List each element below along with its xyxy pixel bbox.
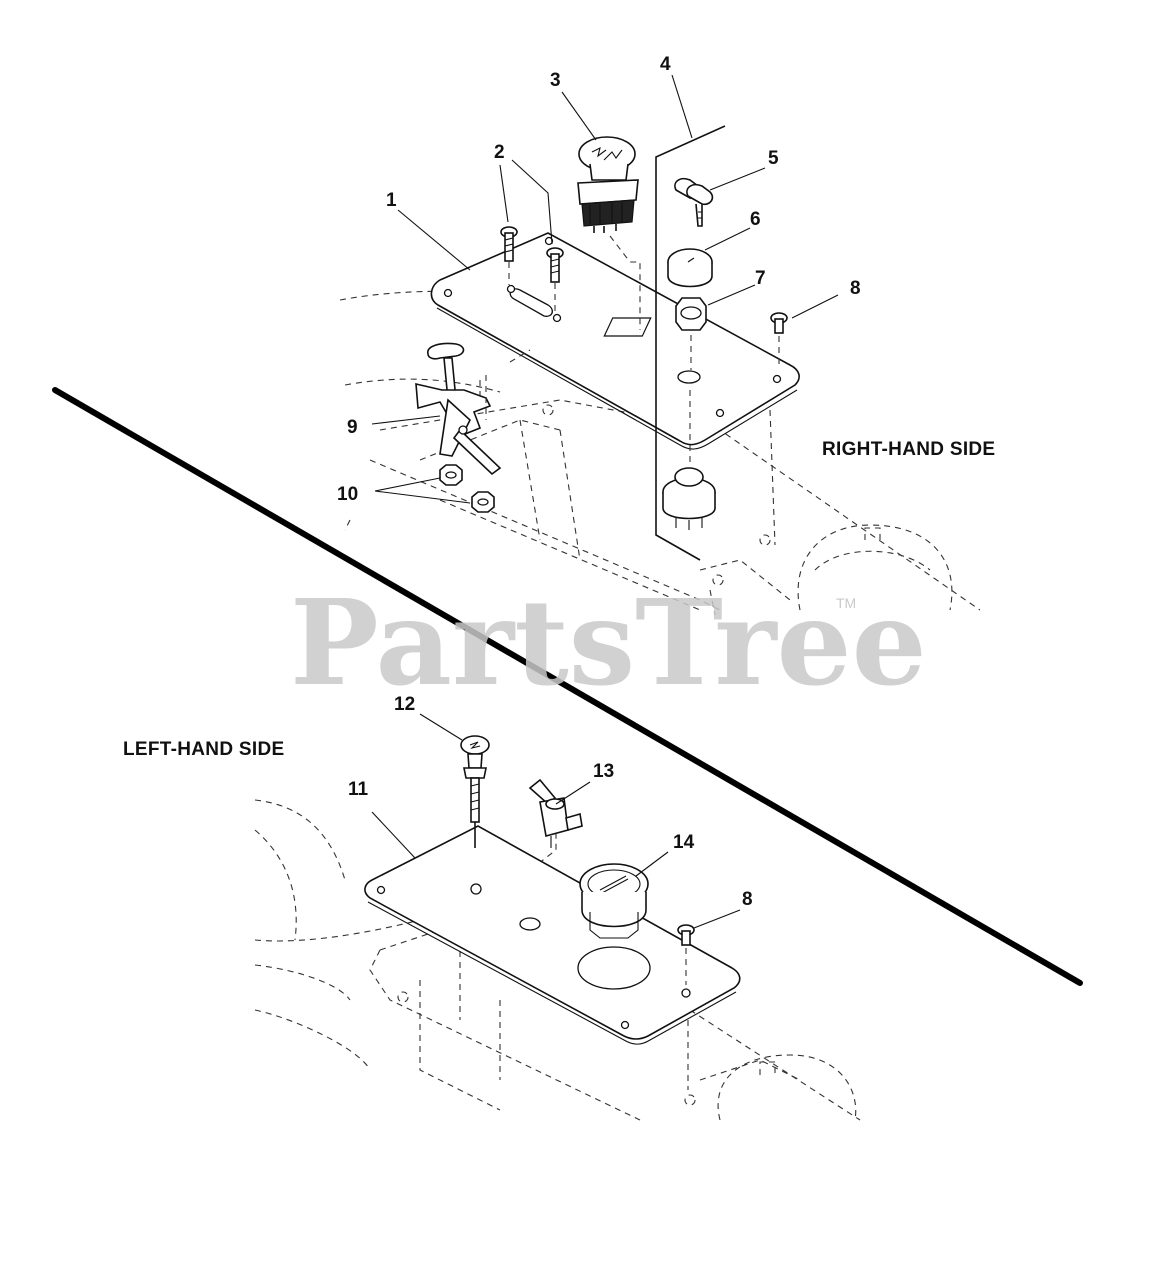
left-control-panel-plate xyxy=(364,825,741,1045)
right-control-panel-plate xyxy=(430,232,800,450)
callout-4: 4 xyxy=(660,54,671,75)
watermark-trademark: TM xyxy=(836,595,856,611)
watermark: PartsTree TM xyxy=(290,573,927,712)
lower-leader-lines xyxy=(371,713,741,929)
pto-switch xyxy=(577,136,641,330)
ignition-switch xyxy=(662,390,716,530)
callout-7: 7 xyxy=(755,268,766,289)
callout-11: 11 xyxy=(348,779,369,800)
throttle-control-lever xyxy=(415,342,531,476)
upper-leader-lines xyxy=(371,74,839,504)
bolt-2b xyxy=(546,247,564,312)
right-hand-side-label: RIGHT-HAND SIDE xyxy=(822,439,995,460)
divider-line xyxy=(52,387,1083,986)
callout-1: 1 xyxy=(386,190,397,211)
key-switch-cap xyxy=(667,248,713,288)
fuel-shutoff-valve xyxy=(528,778,583,848)
hex-nuts xyxy=(439,464,495,513)
callout-3: 3 xyxy=(550,70,561,91)
callout-6: 6 xyxy=(750,209,761,230)
callout-numbers: 1 2 3 4 5 6 7 8 9 10 11 12 13 14 8 xyxy=(337,54,861,910)
callout-9: 9 xyxy=(347,417,358,438)
callout-13: 13 xyxy=(593,761,614,782)
switch-nut xyxy=(675,297,707,370)
callout-8-lower: 8 xyxy=(742,889,753,910)
callout-14: 14 xyxy=(673,832,695,853)
lower-chassis-outline xyxy=(254,799,861,1121)
bolt-2a xyxy=(500,226,518,285)
callout-12: 12 xyxy=(394,694,415,715)
ignition-key xyxy=(674,177,714,227)
screw-8-lower xyxy=(677,924,695,985)
watermark-text: PartsTree xyxy=(290,573,927,712)
left-hand-side-label: LEFT-HAND SIDE xyxy=(123,739,284,760)
screw-8-upper xyxy=(770,312,788,368)
callout-5: 5 xyxy=(768,148,779,169)
callout-10: 10 xyxy=(337,484,358,505)
choke-control xyxy=(460,735,490,848)
callout-2: 2 xyxy=(494,142,505,163)
fuel-gauge xyxy=(579,863,649,939)
callout-8-upper: 8 xyxy=(850,278,861,299)
ignition-kit-bracket xyxy=(655,125,726,561)
